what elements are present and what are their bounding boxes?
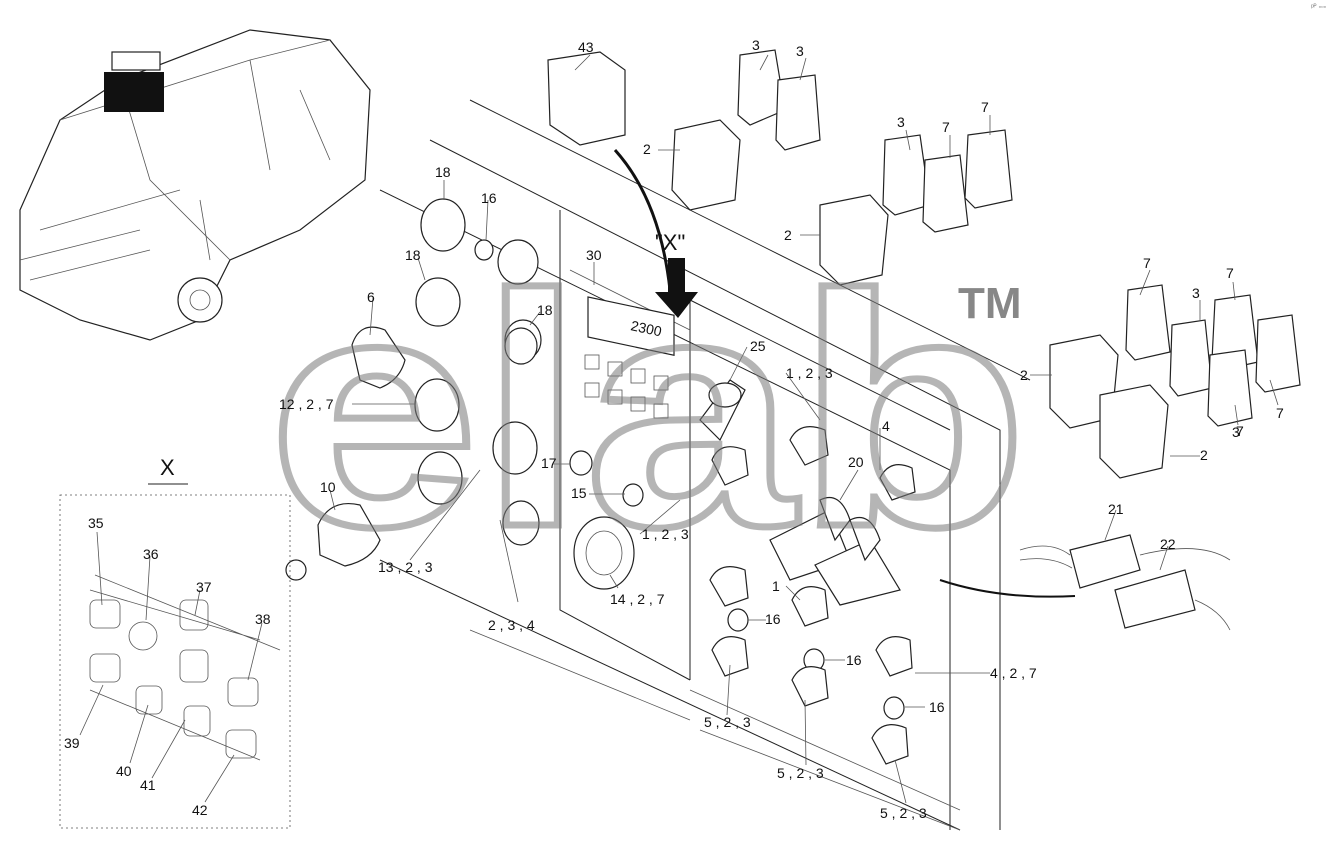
callout-label: 13 , 2 , 3 — [378, 559, 433, 575]
callout-label: 2 — [1200, 447, 1208, 463]
machine-dark-block — [104, 72, 164, 112]
contact-blocks — [547, 49, 1301, 479]
callout-label: 17 — [541, 455, 557, 471]
callout-label: 22 — [1160, 536, 1176, 552]
callout-label: 42 — [192, 802, 208, 818]
callout-label: 7 — [1226, 265, 1234, 281]
watermark-text: elab — [268, 226, 1028, 595]
leader-lines — [79, 54, 1279, 804]
display-readout: 2300 — [629, 317, 663, 339]
callout-label: 43 — [578, 39, 594, 55]
control-panel — [379, 99, 1031, 831]
callout-label: 16 — [765, 611, 781, 627]
callout-label: 6 — [367, 289, 375, 305]
callout-label: 16 — [481, 190, 497, 206]
view-label: X — [160, 455, 175, 480]
callout-label: 20 — [848, 454, 864, 470]
callout-label: 15 — [571, 485, 587, 501]
callout-label: 30 — [586, 247, 602, 263]
callout-label: 4 , 2 , 7 — [990, 665, 1037, 681]
callout-label: 3 — [897, 114, 905, 130]
corner-mark: ᵖᴾ ▫▫▫ — [1311, 4, 1326, 11]
callout-label: 16 — [929, 699, 945, 715]
callout-label: 18 — [435, 164, 451, 180]
callout-label: 1 — [772, 578, 780, 594]
callout-label: 3 — [752, 37, 760, 53]
callout-label: 38 — [255, 611, 271, 627]
callout-label: 7 — [942, 119, 950, 135]
callout-label: 3 — [796, 43, 804, 59]
callout-label: 37 — [196, 579, 212, 595]
callout-label: 21 — [1108, 501, 1124, 517]
callout-label: 2 , 3 , 4 — [488, 617, 535, 633]
callout-label: 39 — [64, 735, 80, 751]
callout-label: 7 — [1143, 255, 1151, 271]
callout-label: 5 , 2 , 3 — [777, 765, 824, 781]
callout-label: 41 — [140, 777, 156, 793]
view-arrow — [613, 148, 698, 318]
callout-label: 18 — [537, 302, 553, 318]
callout-label: 12 , 2 , 7 — [279, 396, 334, 412]
callout-label: 3 — [1192, 285, 1200, 301]
callout-label: 5 , 2 , 3 — [880, 805, 927, 821]
callout-label: 16 — [846, 652, 862, 668]
callout-label: 2 — [784, 227, 792, 243]
detail-view-x — [59, 483, 291, 829]
arrow-label: "X" — [655, 230, 685, 255]
callout-label: 1 , 2 , 3 — [786, 365, 833, 381]
callout-label: 7 — [1236, 423, 1244, 439]
callout-label: 5 , 2 , 3 — [704, 714, 751, 730]
panel-components — [285, 198, 916, 765]
callout-label: 3 — [1232, 424, 1240, 440]
connectors — [939, 534, 1231, 631]
callout-label: 25 — [750, 338, 766, 354]
machine-illustration — [19, 29, 371, 341]
callout-label: 35 — [88, 515, 104, 531]
trademark-mark: TM — [958, 279, 1022, 328]
callout-label: 40 — [116, 763, 132, 779]
callout-label: 1 , 2 , 3 — [642, 526, 689, 542]
callout-label: 14 , 2 , 7 — [610, 591, 665, 607]
callout-label: 7 — [981, 99, 989, 115]
watermark: elab TM — [265, 223, 1032, 599]
callout-label: 2 — [1020, 367, 1028, 383]
callout-label: 36 — [143, 546, 159, 562]
callout-label: 7 — [1276, 405, 1284, 421]
callout-label: 4 — [882, 418, 890, 434]
callout-label: 10 — [320, 479, 336, 495]
callout-label: 2 — [643, 141, 651, 157]
callout-label: 18 — [405, 247, 421, 263]
